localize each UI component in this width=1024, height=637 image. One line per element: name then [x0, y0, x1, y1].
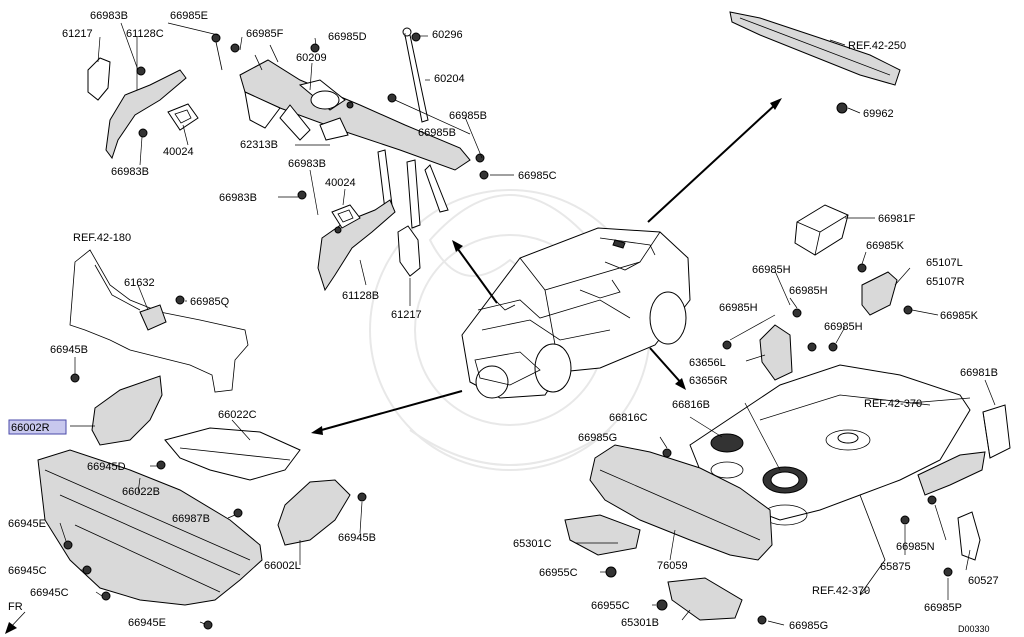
callout-65107L[interactable]: 65107L [926, 257, 963, 269]
callout-REF42-250[interactable]: REF.42-250 [848, 40, 906, 52]
callout-40024-2[interactable]: 40024 [325, 177, 356, 189]
callout-65301C[interactable]: 65301C [513, 538, 552, 550]
callout-40024[interactable]: 40024 [163, 146, 194, 158]
direction-label-fr: FR [8, 601, 23, 613]
callout-66945C-2[interactable]: 66945C [30, 587, 69, 599]
callout-65301B[interactable]: 65301B [621, 617, 659, 629]
callout-66983B-4[interactable]: 66983B [219, 192, 257, 204]
callout-66983B-3[interactable]: 66983B [288, 158, 326, 170]
callout-65875[interactable]: 65875 [880, 561, 911, 573]
callout-61217[interactable]: 61217 [62, 28, 93, 40]
callout-66022B[interactable]: 66022B [122, 486, 160, 498]
callout-66945E-2[interactable]: 66945E [128, 617, 166, 629]
steering-support-group [87, 27, 489, 292]
callout-66985D[interactable]: 66985D [328, 31, 367, 43]
callout-66816B[interactable]: 66816B [672, 399, 710, 411]
callout-66945C[interactable]: 66945C [8, 565, 47, 577]
callout-60209[interactable]: 60209 [296, 52, 327, 64]
callout-66985K-2[interactable]: 66985K [940, 310, 979, 322]
callout-66002L[interactable]: 66002L [264, 560, 301, 572]
callout-66983B[interactable]: 66983B [90, 10, 128, 22]
callout-REF42-370[interactable]: REF.42-370 [864, 398, 922, 410]
diagram-code: D00330 [958, 624, 990, 634]
callout-66985G-2[interactable]: 66985G [789, 620, 828, 632]
callout-66985H-2[interactable]: 66985H [789, 285, 828, 297]
vehicle-overview [461, 227, 691, 399]
callout-66945B-2[interactable]: 66945B [338, 532, 376, 544]
callout-65107R[interactable]: 65107R [926, 276, 965, 288]
callout-66985C[interactable]: 66985C [518, 170, 557, 182]
callout-66985Q[interactable]: 66985Q [190, 296, 230, 308]
callout-62313B[interactable]: 62313B [240, 139, 278, 151]
callout-61128B[interactable]: 61128B [342, 290, 379, 302]
callout-66945E[interactable]: 66945E [8, 518, 46, 530]
pointer-arrows [311, 98, 782, 435]
callout-66816C[interactable]: 66816C [609, 412, 648, 424]
callout-66955C[interactable]: 66955C [539, 567, 578, 579]
callout-61632[interactable]: 61632 [124, 277, 155, 289]
callout-66985H[interactable]: 66985H [752, 264, 791, 276]
callout-66985N[interactable]: 66985N [896, 541, 935, 553]
roof-beam-group [729, 11, 901, 114]
callout-66022C[interactable]: 66022C [218, 409, 257, 421]
callout-66955C-2[interactable]: 66955C [591, 600, 630, 612]
callout-66983B-2[interactable]: 66983B [111, 166, 149, 178]
callout-66985B-2[interactable]: 66985B [418, 127, 456, 139]
callout-66987B[interactable]: 66987B [172, 513, 210, 525]
cargo-floor-group [564, 204, 1011, 625]
callout-66985F[interactable]: 66985F [246, 28, 284, 40]
callout-REF42-180[interactable]: REF.42-180 [73, 232, 131, 244]
callout-66002R-highlighted[interactable]: 66002R [11, 422, 50, 434]
callout-66985H-3[interactable]: 66985H [719, 302, 758, 314]
callout-60296[interactable]: 60296 [432, 29, 463, 41]
callout-66981B[interactable]: 66981B [960, 367, 998, 379]
highlight-box [8, 419, 67, 435]
front-undercover-group [5, 249, 367, 634]
leader-lines [59, 22, 996, 626]
callout-66985H-4[interactable]: 66985H [824, 321, 863, 333]
callout-66985E[interactable]: 66985E [170, 10, 208, 22]
callout-61128C[interactable]: 61128C [126, 28, 164, 40]
callout-66985P[interactable]: 66985P [924, 602, 962, 614]
callout-66945D[interactable]: 66945D [87, 461, 126, 473]
callout-66945B[interactable]: 66945B [50, 344, 88, 356]
callout-66985K[interactable]: 66985K [866, 240, 905, 252]
callout-REF42-370-2[interactable]: REF.42-370 [812, 585, 870, 597]
callout-66985B[interactable]: 66985B [449, 110, 487, 122]
callout-61217-2[interactable]: 61217 [391, 309, 422, 321]
callout-63656L[interactable]: 63656L [689, 357, 726, 369]
callout-63656R[interactable]: 63656R [689, 375, 728, 387]
callout-66985G[interactable]: 66985G [578, 432, 617, 444]
callout-60204[interactable]: 60204 [434, 73, 465, 85]
callout-labels: 66983B 66985E 61217 61128C 66985F 66985D… [8, 10, 999, 634]
callout-76059[interactable]: 76059 [657, 560, 688, 572]
callout-66981F[interactable]: 66981F [878, 213, 916, 225]
callout-60527[interactable]: 60527 [968, 575, 999, 587]
callout-69962[interactable]: 69962 [863, 108, 894, 120]
